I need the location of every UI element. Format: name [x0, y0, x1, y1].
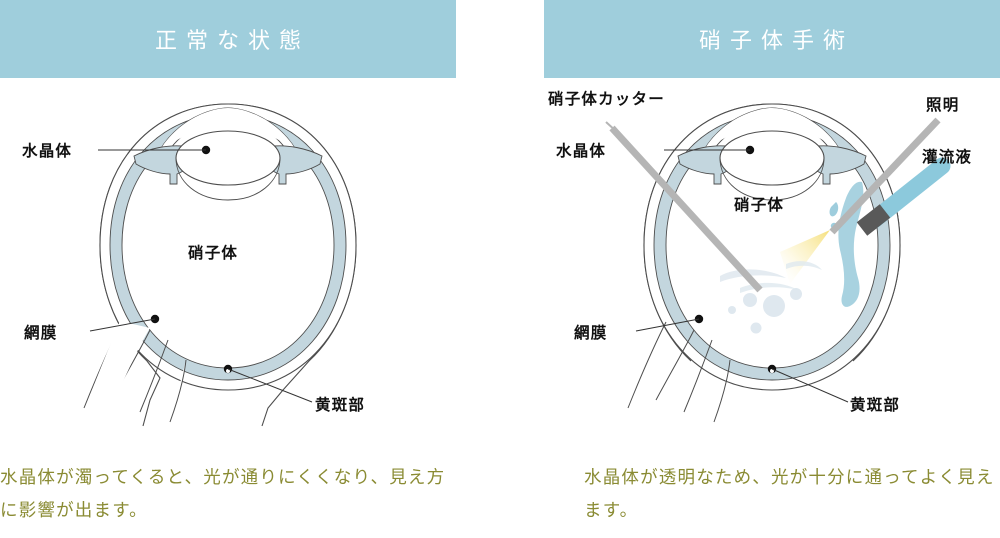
- label-retina: 網膜: [574, 323, 607, 342]
- panel-header-title: 硝子体手術: [698, 29, 854, 54]
- eye-globe-outer: [99, 103, 357, 391]
- panel-caption-vitrectomy: 水晶体が透明なため、光が十分に通ってよく見えます。: [584, 468, 995, 521]
- label-lens: 水晶体: [22, 141, 72, 160]
- eye-diagram-vitrectomy: 硝子体カッター 水晶体 網膜 硝子体 黄斑部 照明 灌流液: [544, 78, 1000, 438]
- optic-nerve: [627, 321, 731, 423]
- retina-leader-line: [89, 318, 156, 332]
- eye-diagram-normal: 水晶体 網膜 硝子体 黄斑部: [0, 78, 456, 438]
- vitreous-cutter-probe: [609, 125, 763, 293]
- posterior-capsule: [719, 157, 825, 201]
- panel-header-title: 正常な状態: [154, 29, 310, 54]
- vitreous-floaters: [720, 261, 822, 334]
- panel-header-vitrectomy: 硝子体手術: [544, 0, 1000, 78]
- panel-vitrectomy: 硝子体手術: [544, 0, 1000, 538]
- panel-normal-state: 正常な状態: [0, 0, 456, 538]
- lens-shape: [175, 130, 281, 186]
- label-illumination: 照明: [926, 96, 959, 114]
- macula-leader-line: [771, 368, 849, 403]
- label-lens: 水晶体: [556, 141, 606, 160]
- infusion-cannula: [856, 157, 951, 236]
- label-infusion-fluid: 灌流液: [922, 147, 972, 166]
- cutter-leader-line: [605, 121, 629, 143]
- label-vitreous-cutter: 硝子体カッター: [548, 89, 665, 108]
- illumination-light-cone: [780, 230, 830, 284]
- illumination-probe: [829, 117, 941, 235]
- label-vitreous: 硝子体: [734, 195, 784, 214]
- label-retina: 網膜: [24, 323, 57, 342]
- macula-leader-line: [227, 368, 313, 403]
- lens-shape: [719, 130, 825, 186]
- retina-leader-line: [635, 318, 700, 332]
- panel-header-normal: 正常な状態: [0, 0, 456, 78]
- optic-nerve-band: [88, 321, 150, 408]
- posterior-capsule: [175, 157, 281, 201]
- label-macula: 黄斑部: [315, 395, 365, 414]
- label-macula: 黄斑部: [850, 395, 900, 414]
- label-vitreous: 硝子体: [188, 243, 238, 262]
- panel-caption-normal: 水晶体が濁ってくると、光が通りにくくなり、見え方に影響が出ます。: [0, 468, 446, 521]
